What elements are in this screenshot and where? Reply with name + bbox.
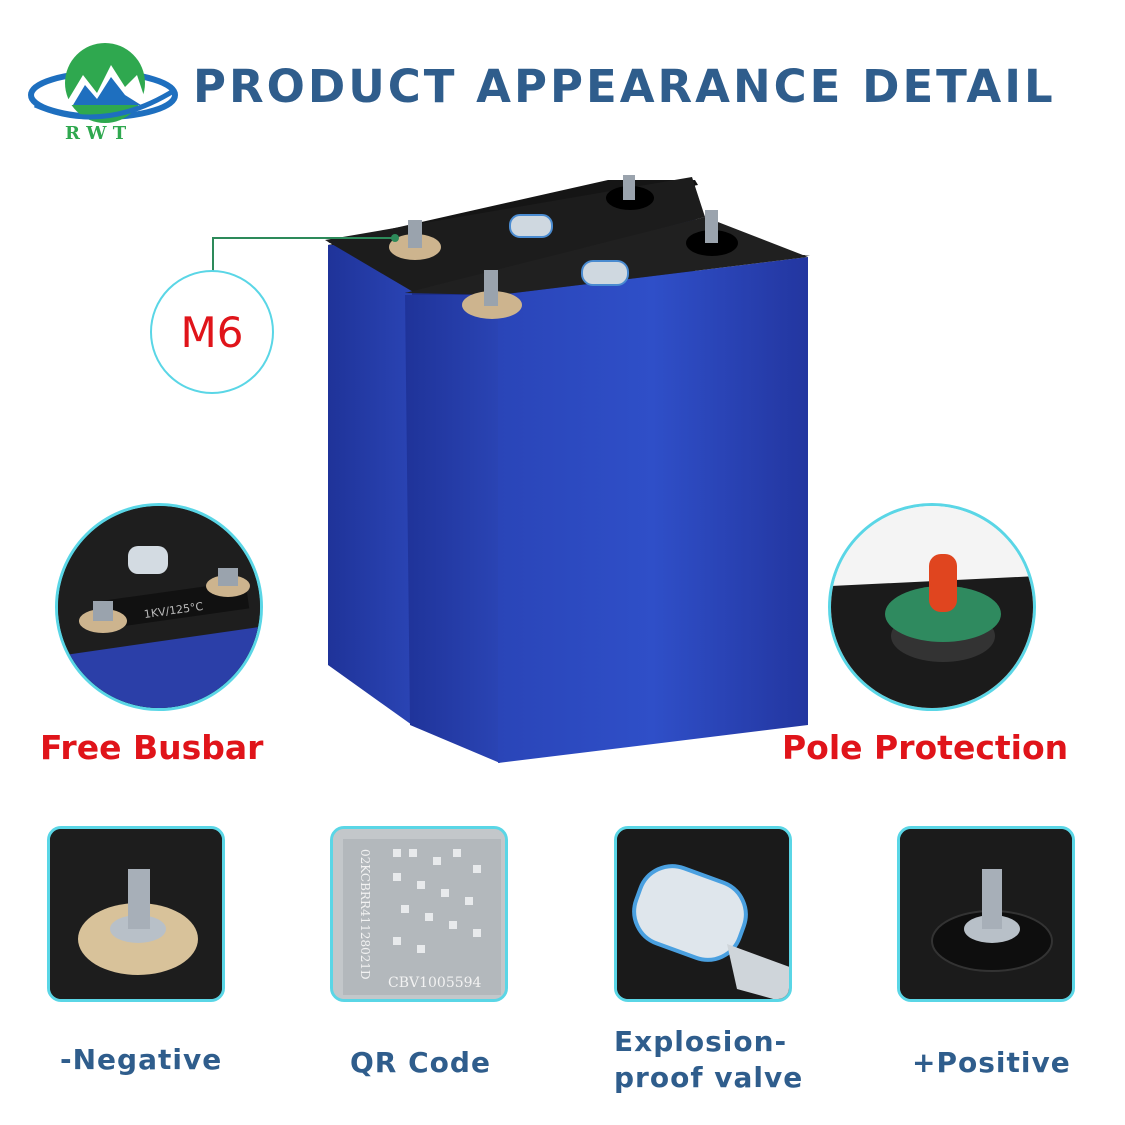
page-title: PRODUCT APPEARANCE DETAIL [193, 60, 1056, 113]
valve-label-line2: proof valve [614, 1061, 804, 1094]
busbar-detail-image: 1KV/125°C [55, 503, 263, 711]
battery-cells-image [320, 165, 820, 775]
positive-terminal-image [897, 826, 1075, 1002]
free-busbar-label: Free Busbar [40, 728, 264, 767]
qr-code-image: CBV1005594 02KCBRR41128021D [330, 826, 508, 1002]
m6-label: M6 [180, 307, 244, 357]
brand-logo: R W T [25, 35, 180, 145]
m6-callout-line [212, 234, 399, 272]
valve-label-line1: Explosion- [614, 1025, 788, 1058]
m6-callout: M6 [150, 270, 274, 394]
logo-text: R W T [65, 123, 127, 144]
positive-label: +Positive [912, 1046, 1071, 1079]
qr-code-label: QR Code [350, 1046, 491, 1079]
pole-protection-image [828, 503, 1036, 711]
pole-protection-label: Pole Protection [782, 728, 1069, 767]
qr-printed-text: CBV1005594 [388, 975, 482, 991]
negative-terminal-image [47, 826, 225, 1002]
negative-label: -Negative [60, 1043, 223, 1076]
explosion-valve-image [614, 826, 792, 1002]
qr-side-text: 02KCBRR41128021D [358, 849, 372, 980]
